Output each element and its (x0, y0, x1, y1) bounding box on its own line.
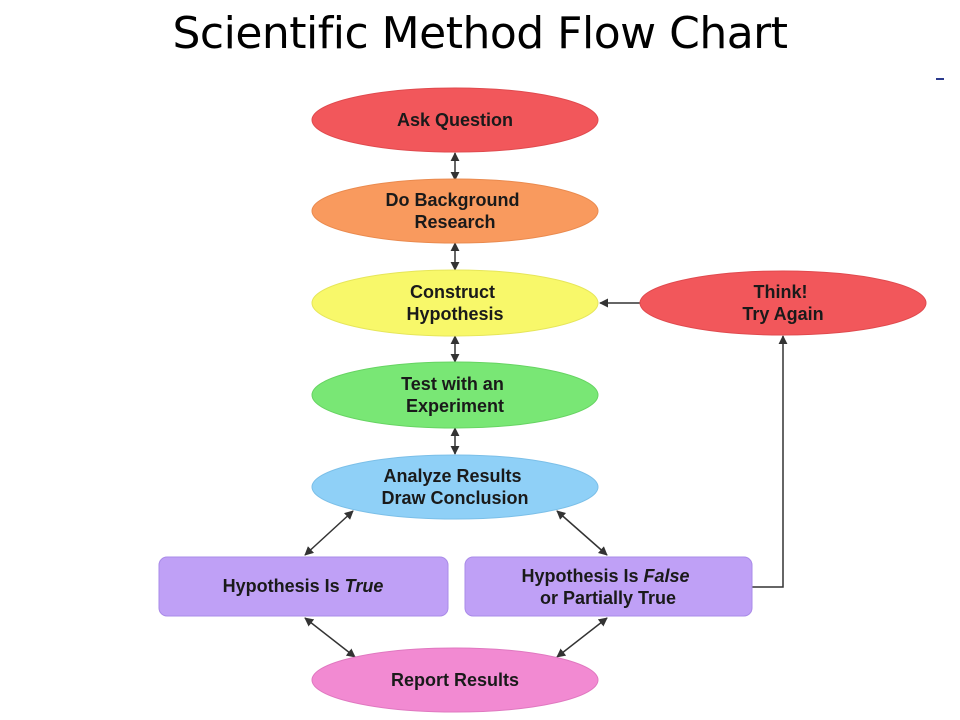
node-hypothesis-false: Hypothesis Is False or Partially True (464, 556, 753, 617)
svg-text:Hypothesis Is False or P: Hypothesis Is False or Partially True (521, 566, 694, 608)
arrow-analyze-false (556, 510, 608, 556)
svg-text:Think! Try Again: Think! Try Again (742, 282, 823, 324)
node-label-line: Hypothesis (406, 304, 503, 324)
arrow-analyze-true (304, 510, 354, 556)
node-shape (311, 269, 599, 337)
node-shape (311, 361, 599, 429)
page-title: Scientific Method Flow Chart (172, 8, 788, 59)
node-shape (311, 87, 599, 153)
node-label-line: Experiment (406, 396, 504, 416)
node-label-line: Do Background (385, 190, 519, 210)
node-label-line: Report Results (391, 670, 519, 690)
node-label-text: Hypothesis Is (521, 566, 643, 586)
arrow-false-report (556, 617, 608, 658)
node-label-line: Draw Conclusion (381, 488, 528, 508)
node-label-line: Ask Question (397, 110, 513, 130)
node-label-line: Test with an (401, 374, 504, 394)
node-shape (158, 556, 449, 617)
node-test-experiment: Test with an Experiment (311, 361, 599, 429)
svg-text:Test with an Experiment: Test with an Experiment (401, 374, 509, 416)
node-label-line: Research (414, 212, 495, 232)
svg-text:Do Background Research: Do Background Research (385, 190, 524, 232)
node-shape (464, 556, 753, 617)
arrow-false-think (752, 335, 788, 588)
svg-text:Construct Hypothesis: Construct Hypothesis (406, 282, 503, 324)
node-label-text: Hypothesis Is (223, 576, 345, 596)
node-construct-hypothesis: Construct Hypothesis (311, 269, 599, 337)
node-label-line: Try Again (742, 304, 823, 324)
svg-text:Hypothesis Is True: Hypothesis Is True (223, 576, 384, 596)
arrow-true-report (304, 617, 356, 658)
connectors (304, 152, 788, 658)
node-label-line: or Partially True (540, 588, 676, 608)
node-ask-question: Ask Question (311, 87, 599, 153)
node-shape (639, 270, 927, 336)
node-label-line: Think! (753, 282, 807, 302)
svg-text:Analyze Results Draw Con: Analyze Results Draw Conclusion (381, 466, 528, 508)
node-label-emphasis: False (644, 566, 690, 586)
node-label-emphasis: True (345, 576, 384, 596)
node-background-research: Do Background Research (311, 178, 599, 244)
node-label-line: Construct (410, 282, 495, 302)
node-shape (311, 647, 599, 713)
node-label-line: Analyze Results (383, 466, 521, 486)
node-shape (311, 454, 599, 520)
svg-text:Report Results: Report Results (391, 670, 519, 690)
node-analyze-results: Analyze Results Draw Conclusion (311, 454, 599, 520)
node-shape (311, 178, 599, 244)
svg-text:Ask Question: Ask Question (397, 110, 513, 130)
node-think-try-again: Think! Try Again (639, 270, 927, 336)
corner-mark (936, 78, 944, 80)
node-report-results: Report Results (311, 647, 599, 713)
node-hypothesis-true: Hypothesis Is True (158, 556, 449, 617)
